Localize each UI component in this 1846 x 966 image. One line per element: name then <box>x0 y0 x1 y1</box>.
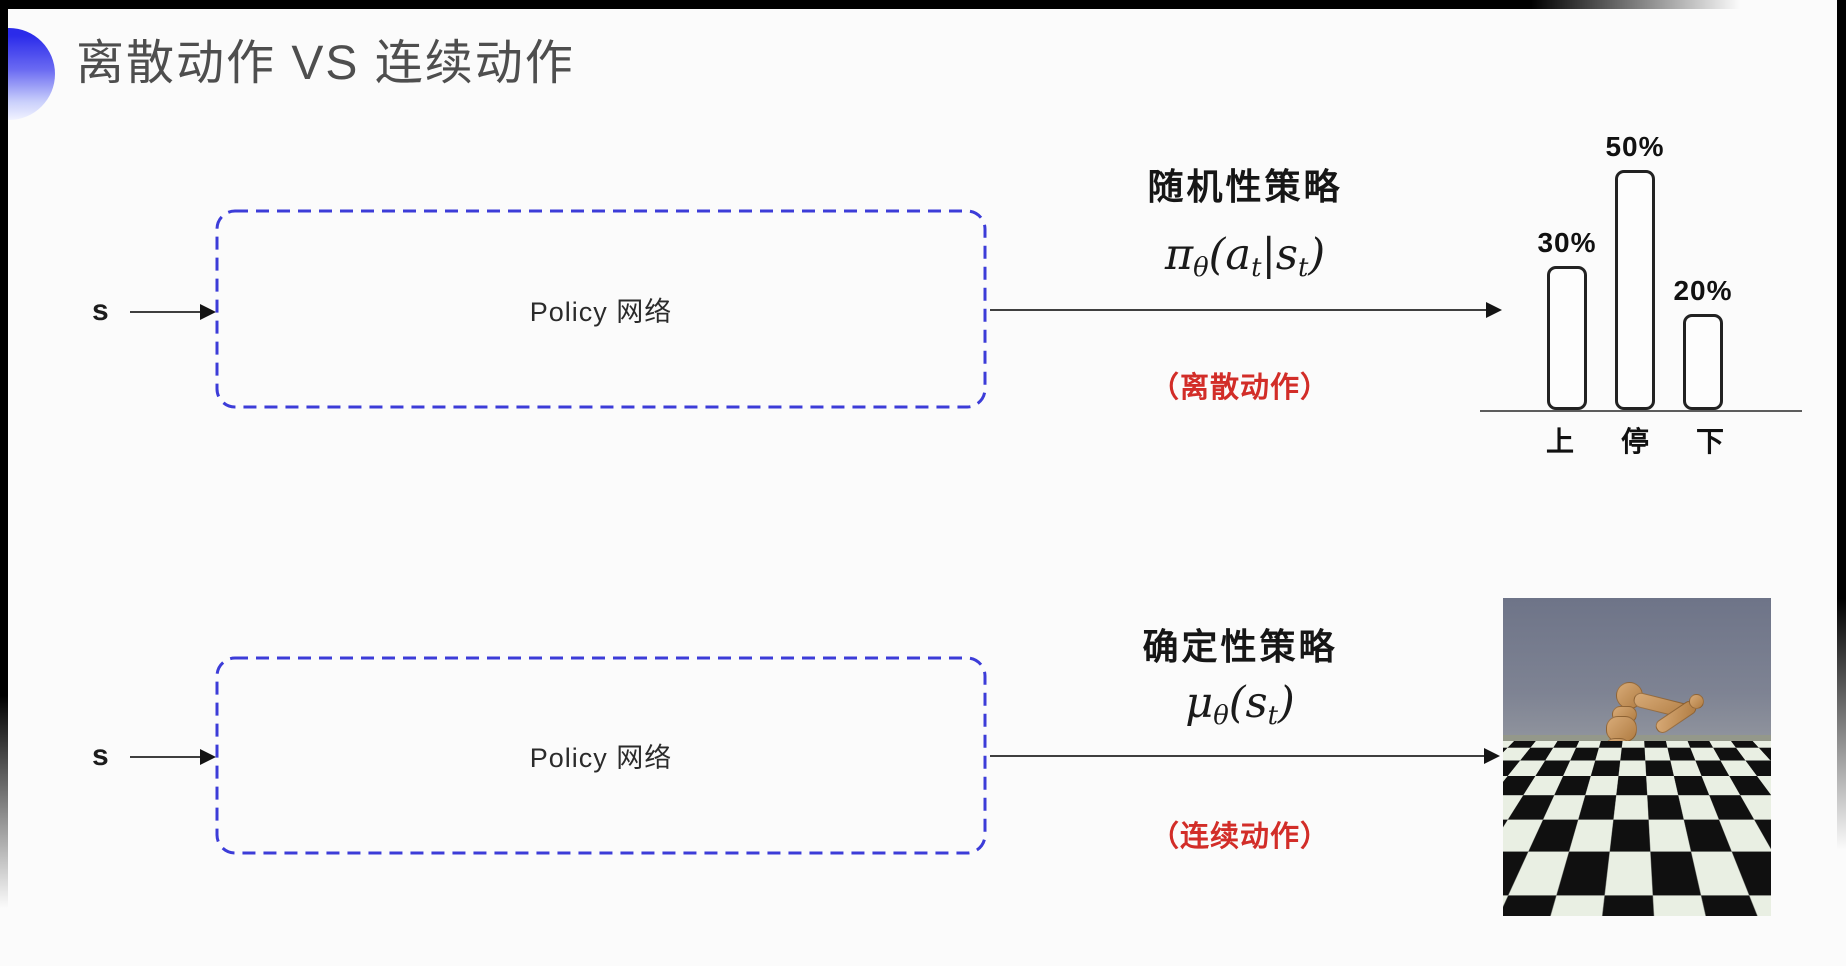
humanoid-simulation-image <box>1503 598 1771 916</box>
deterministic-policy-heading: 确定性策略 <box>1142 626 1338 667</box>
stochastic-policy-formula: πθ(at|st) <box>1164 230 1326 284</box>
bar-up <box>1547 266 1587 410</box>
dashed-border <box>215 209 987 409</box>
bar-column-stop: 50% <box>1605 131 1665 410</box>
frame-edge-top <box>0 0 1740 9</box>
bar-value-label: 30% <box>1537 227 1597 258</box>
humanoid-shadow <box>1601 850 1683 864</box>
policy-box-label-top: Policy 网络 <box>529 296 673 327</box>
arrow-s-to-box-top <box>130 311 202 313</box>
page-title: 离散动作 VS 连续动作 <box>76 37 575 90</box>
arrow-box-to-render <box>990 755 1486 757</box>
arrowhead-box-to-render <box>1484 748 1500 764</box>
humanoid-foot <box>1585 827 1605 851</box>
frame-edge-left <box>0 0 8 966</box>
bar-value-label: 20% <box>1673 275 1733 306</box>
action-probability-bar-chart: 30% 50% 20% <box>1480 100 1802 412</box>
bar-stop <box>1615 170 1655 410</box>
arrowhead-box-to-chart <box>1486 302 1502 318</box>
policy-network-box-top: Policy 网络 <box>215 209 987 409</box>
state-input-label-bottom: s <box>92 739 109 772</box>
discrete-action-note: （离散动作） <box>1149 372 1330 404</box>
state-input-label-top: s <box>92 294 109 327</box>
deterministic-policy-formula: μθ(st) <box>1185 678 1295 732</box>
dashed-border <box>215 656 987 855</box>
category-label-stop: 停 <box>1620 426 1649 457</box>
continuous-action-note: （连续动作） <box>1149 821 1330 853</box>
category-label-down: 下 <box>1695 426 1724 457</box>
arrowhead-s-to-box-top <box>200 304 216 320</box>
policy-network-box-bottom: Policy 网络 <box>215 656 987 855</box>
arrowhead-s-to-box-bottom <box>200 749 216 765</box>
humanoid-hand <box>1689 694 1704 709</box>
bar-value-label: 50% <box>1605 131 1665 162</box>
policy-box-label-bottom: Policy 网络 <box>529 743 673 773</box>
frame-edge-right <box>1837 0 1846 966</box>
bar-column-down: 20% <box>1673 275 1733 410</box>
stochastic-policy-heading: 随机性策略 <box>1147 166 1343 207</box>
bar-down <box>1683 314 1723 410</box>
chart-baseline <box>1480 410 1802 412</box>
arrow-s-to-box-bottom <box>130 756 202 758</box>
category-label-up: 上 <box>1545 426 1574 457</box>
bar-column-up: 30% <box>1537 227 1597 410</box>
arrow-box-to-chart <box>990 309 1488 311</box>
title-bullet-icon <box>8 28 55 120</box>
